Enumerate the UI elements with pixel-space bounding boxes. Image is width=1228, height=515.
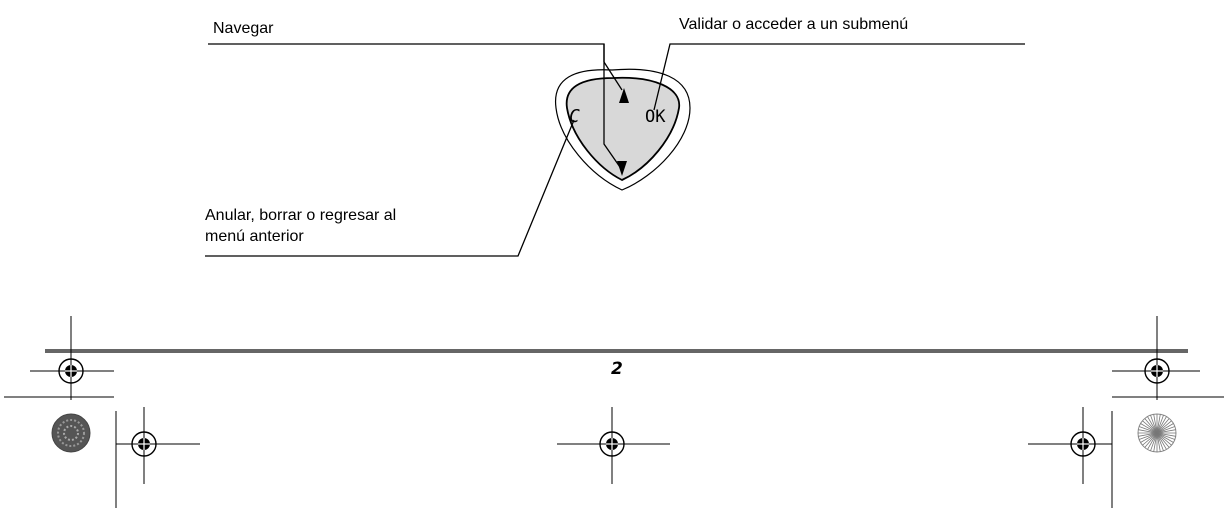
key-ok-glyph: OK (645, 107, 666, 127)
validate-label: Validar o acceder a un submenú (679, 16, 909, 33)
key-c-glyph: C (569, 106, 580, 127)
starburst-target-right (1137, 413, 1177, 453)
registration-mark-right-top (1112, 316, 1224, 400)
keypad-outer-outline (554, 68, 691, 191)
cancel-label: Anular, borrar o regresar al menú anterio… (205, 205, 396, 247)
down-arrow-icon (617, 161, 627, 176)
navigate-leader-up-tip (603, 61, 623, 91)
cancel-label-line1: Anular, borrar o regresar al (205, 207, 397, 224)
registration-mark-center-bottom (557, 407, 670, 484)
navigate-leader (208, 43, 623, 171)
up-arrow-icon (619, 88, 629, 103)
page-number: 2 (611, 359, 623, 379)
validate-leader (653, 43, 1025, 111)
cancel-leader (205, 119, 575, 257)
color-target-left (51, 413, 91, 453)
cancel-label-line2: menú anterior (205, 228, 304, 245)
navigation-key (565, 76, 680, 181)
registration-mark-right-bottom (1028, 407, 1113, 508)
navigate-label: Navegar (213, 20, 274, 37)
registration-mark-left-top (4, 316, 114, 400)
registration-mark-left-bottom (115, 407, 200, 508)
